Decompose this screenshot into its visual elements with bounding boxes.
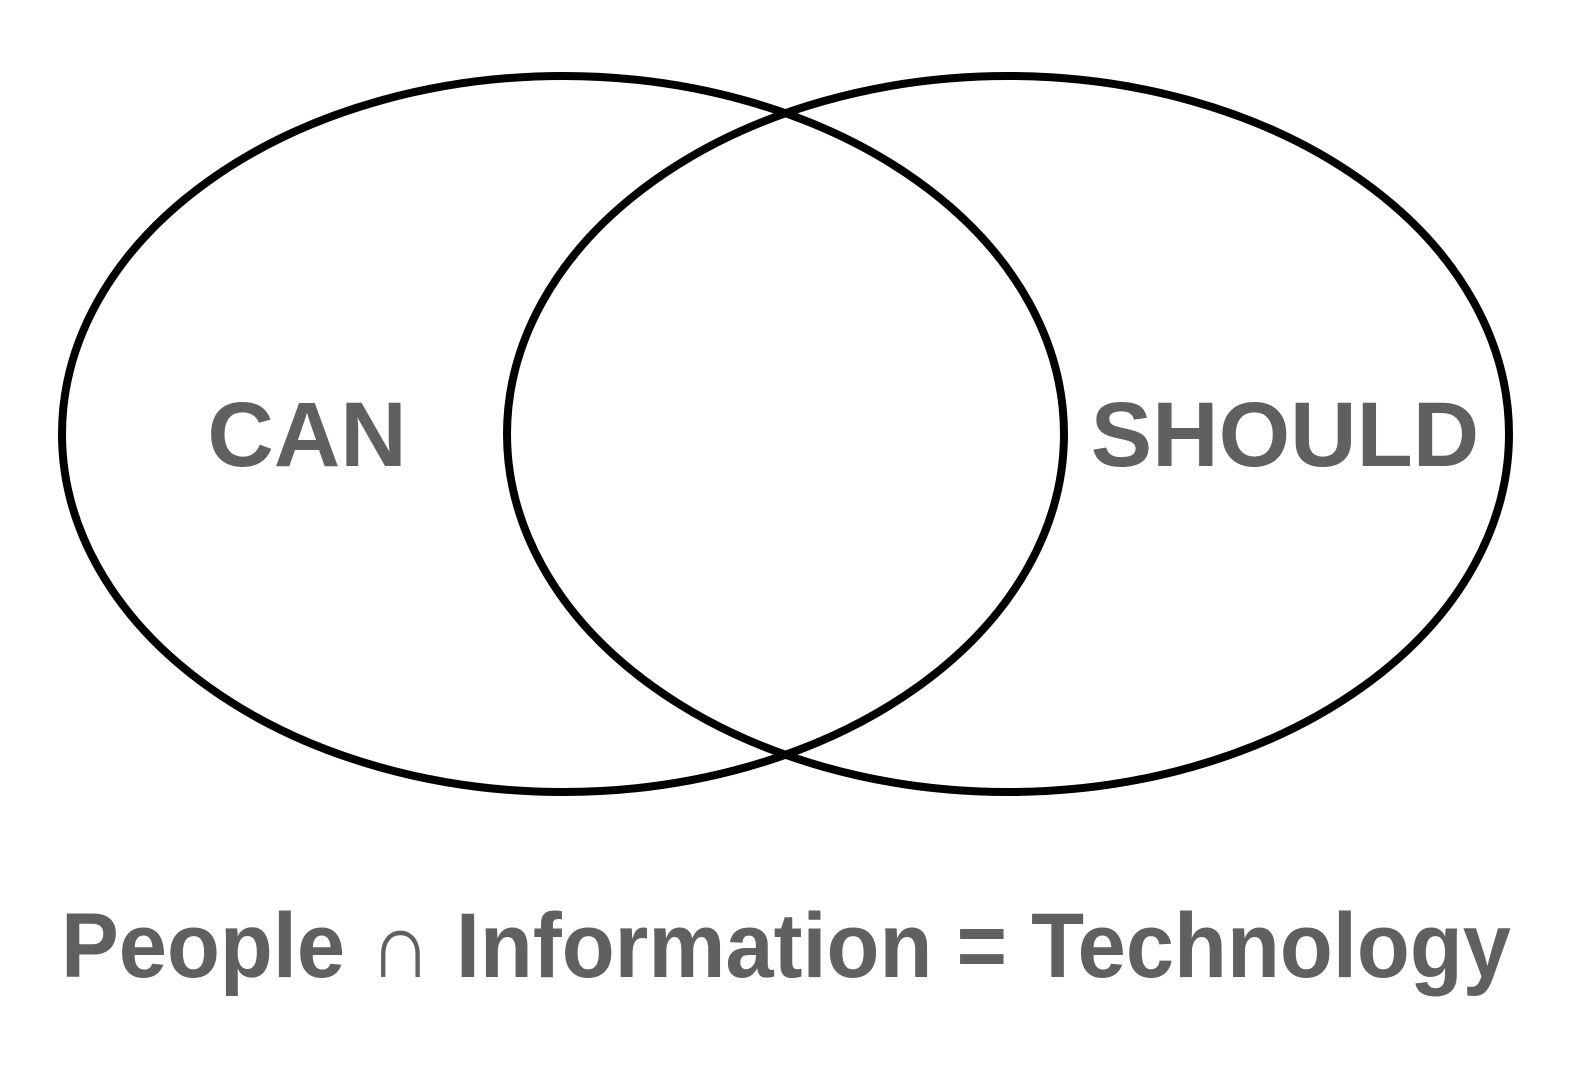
set-label-can: CAN (207, 384, 406, 486)
diagram-caption: People ∩ Information = Technology (61, 895, 1511, 997)
set-circle-should (503, 72, 1513, 796)
set-label-should: SHOULD (1091, 384, 1479, 486)
set-circle-can (58, 72, 1068, 796)
